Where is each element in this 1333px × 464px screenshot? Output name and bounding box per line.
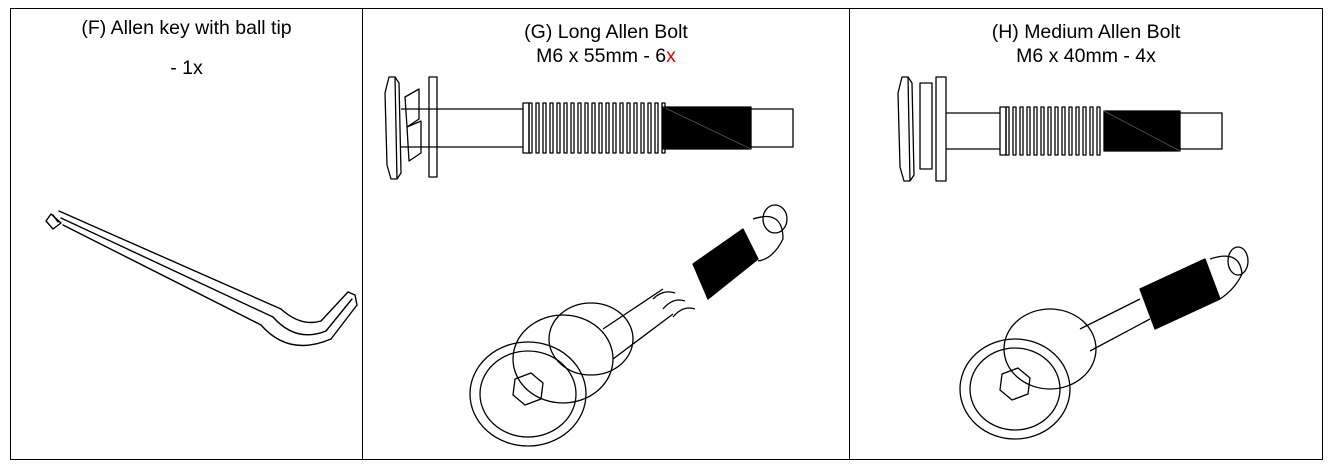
part-g-title: (G) Long Allen Bolt bbox=[524, 21, 688, 43]
part-cell-h: (H) Medium Allen Bolt M6 x 40mm - 4x bbox=[849, 9, 1322, 459]
part-g-spec-suffix: x bbox=[666, 45, 676, 67]
part-cell-g: (G) Long Allen Bolt M6 x 55mm - 6x bbox=[362, 9, 849, 459]
long-bolt-3d-view bbox=[469, 204, 788, 447]
part-cell-f: (F) Allen key with ball tip - 1x bbox=[11, 9, 362, 459]
allen-key-illustration bbox=[45, 210, 358, 347]
medium-bolt-3d-view bbox=[959, 246, 1249, 440]
part-h-spec: M6 x 40mm - 4x bbox=[1016, 45, 1156, 67]
part-h-title: (H) Medium Allen Bolt bbox=[991, 21, 1181, 43]
part-g-spec-line: M6 x 55mm - 6x bbox=[363, 45, 849, 68]
part-f-title: (F) Allen key with ball tip bbox=[81, 17, 292, 39]
long-bolt-side-view bbox=[384, 76, 794, 180]
medium-bolt-side-view bbox=[897, 76, 1223, 182]
parts-table: (F) Allen key with ball tip - 1x (G) Lon… bbox=[10, 8, 1323, 460]
part-g-spec: M6 x 55mm - 6 bbox=[536, 45, 667, 67]
part-f-quantity: - 1x bbox=[170, 57, 203, 79]
